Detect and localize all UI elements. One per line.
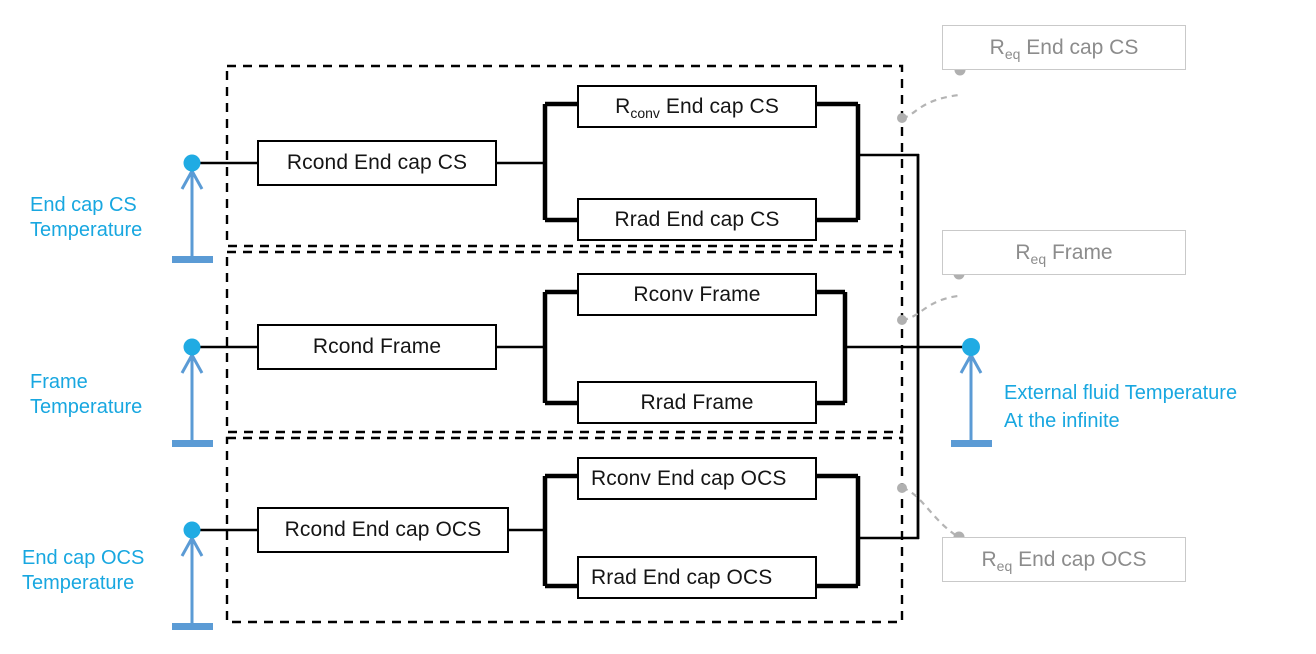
resistor-box-rrad-end-cap-ocs[interactable]: Rrad End cap OCS: [577, 556, 817, 599]
temperature-node-external-fluid[interactable]: [962, 338, 980, 356]
req-ocs-subscript: eq: [996, 557, 1013, 574]
temperature-label-frame-line1: Frame: [30, 371, 88, 393]
callout-box-req-end-cap-cs[interactable]: Req End cap CS: [942, 25, 1186, 70]
group-box-frame: [225, 250, 904, 434]
resistor-label-rconv-end-cap-ocs: Rconv End cap OCS: [591, 466, 787, 490]
temperature-label-end-cap-ocs-line1: End cap OCS: [22, 547, 145, 569]
req-cs-subscript: eq: [1004, 45, 1021, 62]
req-ocs-rest: End cap OCS: [1012, 547, 1147, 571]
resistor-label-rconv-frame: Rconv Frame: [633, 282, 761, 306]
leader-line-end-cap-cs: [901, 93, 960, 120]
temperature-label-frame-line2: Temperature: [30, 396, 143, 418]
req-frame-subscript: eq: [1030, 250, 1047, 267]
resistor-box-rconv-end-cap-cs[interactable]: Rconv End cap CS: [577, 85, 817, 128]
temperature-label-external-fluid-line1: External fluid Temperature: [1004, 382, 1238, 404]
temperature-label-end-cap-cs: End cap CS Temperature: [30, 193, 142, 243]
leader-anchor-row-frame: [897, 315, 907, 325]
temperature-label-external-fluid: External fluid Temperature At the infini…: [1004, 379, 1237, 435]
rconv-cs-prefix: R: [615, 94, 631, 118]
req-ocs-prefix: R: [981, 547, 997, 571]
req-cs-rest: End cap CS: [1020, 35, 1139, 59]
leader-anchor-row-end-cap-ocs: [897, 483, 907, 493]
resistor-label-rrad-end-cap-ocs: Rrad End cap OCS: [591, 565, 773, 589]
resistor-label-rcond-end-cap-ocs: Rcond End cap OCS: [284, 518, 482, 541]
temp-source-ground-external: [951, 440, 992, 447]
resistor-box-rconv-end-cap-ocs[interactable]: Rconv End cap OCS: [577, 457, 817, 500]
temperature-label-frame: Frame Temperature: [30, 370, 142, 420]
callout-label-req-end-cap-ocs: Req End cap OCS: [981, 547, 1147, 574]
resistor-label-rcond-end-cap-cs: Rcond End cap CS: [286, 151, 468, 174]
resistor-label-rcond-frame: Rcond Frame: [312, 335, 442, 358]
resistor-label-rrad-frame: Rrad Frame: [640, 390, 754, 414]
resistor-box-rcond-end-cap-ocs[interactable]: Rcond End cap OCS: [257, 507, 509, 553]
temperature-label-end-cap-ocs: End cap OCS Temperature: [22, 546, 144, 596]
callout-label-req-frame: Req Frame: [1015, 240, 1113, 267]
temperature-node-end-cap-ocs[interactable]: [183, 521, 201, 539]
leader-line-end-cap-ocs: [901, 486, 958, 537]
temp-source-ground-frame: [172, 440, 213, 447]
resistor-box-rrad-frame[interactable]: Rrad Frame: [577, 381, 817, 424]
rconv-cs-rest: End cap CS: [659, 94, 779, 118]
req-frame-rest: Frame: [1046, 240, 1113, 264]
callout-box-req-end-cap-ocs[interactable]: Req End cap OCS: [942, 537, 1186, 582]
temperature-node-frame[interactable]: [183, 338, 201, 356]
callout-box-req-frame[interactable]: Req Frame: [942, 230, 1186, 275]
resistor-box-rcond-frame[interactable]: Rcond Frame: [257, 324, 497, 370]
temperature-node-end-cap-cs[interactable]: [183, 154, 201, 172]
rconv-cs-subscript: conv: [630, 104, 660, 121]
temperature-label-end-cap-ocs-line2: Temperature: [22, 572, 135, 594]
req-frame-prefix: R: [1015, 240, 1031, 264]
resistor-box-rconv-frame[interactable]: Rconv Frame: [577, 273, 817, 316]
resistor-label-rconv-end-cap-cs: Rconv End cap CS: [615, 94, 779, 121]
temperature-label-end-cap-cs-line2: Temperature: [30, 219, 143, 241]
resistor-label-rrad-end-cap-cs: Rrad End cap CS: [614, 207, 780, 231]
group-box-end-cap-cs: [225, 64, 904, 248]
temp-source-ground-end-cap-cs: [172, 256, 213, 263]
leader-line-frame: [901, 294, 959, 322]
temperature-label-end-cap-cs-line1: End cap CS: [30, 194, 137, 216]
callout-label-req-end-cap-cs: Req End cap CS: [989, 35, 1139, 62]
req-cs-prefix: R: [989, 35, 1005, 59]
temperature-label-external-fluid-line2: At the infinite: [1004, 410, 1120, 432]
leader-anchor-row-end-cap-cs: [897, 113, 907, 123]
resistor-box-rcond-end-cap-cs[interactable]: Rcond End cap CS: [257, 140, 497, 186]
temp-source-ground-end-cap-ocs: [172, 623, 213, 630]
resistor-box-rrad-end-cap-cs[interactable]: Rrad End cap CS: [577, 198, 817, 241]
group-box-end-cap-ocs: [225, 436, 904, 624]
